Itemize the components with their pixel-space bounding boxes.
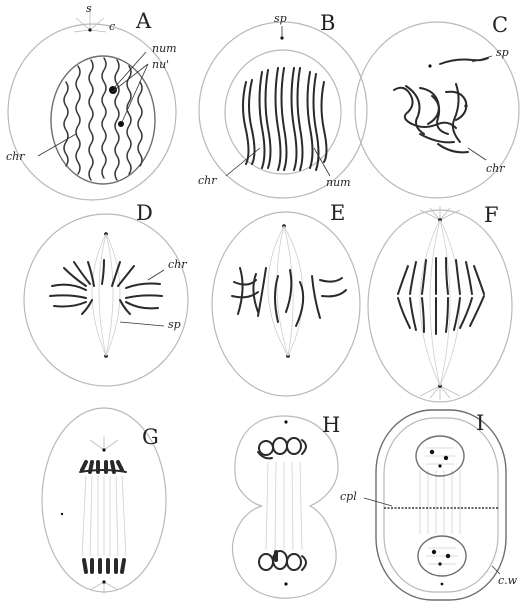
panel-d-label-sp: sp [168,318,181,331]
panel-i-pole-lower [441,583,444,586]
panel-i-label-cw: c.w [498,574,518,587]
panel-c-label-sp: sp [496,46,509,59]
panel-a-label-s: s [86,2,92,15]
panel-i-cell-wall-inner [384,418,498,592]
panel-d: D chr sp [24,201,188,386]
panel-i-letter: I [476,411,484,435]
panel-h-lower-daughter-nucleus [259,551,306,570]
panel-i-phragmoplast-fibers [420,470,460,534]
panel-h-letter: H [322,413,340,437]
panel-g-pole-rays-upper [90,436,118,450]
panel-b-label-sp: sp [274,12,287,25]
panel-i-lower-nucleolus-2 [446,554,450,558]
panel-c-leader-lines [468,56,492,160]
panel-b-chromosomes [243,68,327,170]
panel-d-spindle-fibers [92,234,120,356]
panel-g-lower-daughter-chromosomes [84,560,124,572]
panel-a-label-num: num [152,42,177,55]
panel-i-lower-nucleolus-3 [438,562,441,565]
panel-h-upper-daughter-nucleus [258,438,306,458]
panel-f-cell-outline [368,210,512,402]
panel-a: A s c num nu' chr [6,2,177,200]
panel-c-letter: C [492,13,508,37]
panel-g-letter: G [142,425,159,449]
panel-i-label-cpl: cpl [340,490,357,503]
panel-h-cell-outline [232,416,338,598]
panel-b: B sp chr num [198,11,367,198]
panel-c-chromosomes [394,58,488,152]
panel-e-spindle-fibers [268,226,303,356]
panel-h-pole-upper [284,420,287,423]
panel-f-pole-rays-upper [420,206,460,220]
panel-h: H [232,413,340,598]
panel-i: I cpl c.w [340,410,518,600]
panel-c: C sp chr [355,13,519,198]
panel-f-chromosomes [398,258,484,334]
panel-g-pole-lower [102,580,105,583]
panel-i-upper-nucleus-chromatin [424,448,456,464]
panel-a-chromatin-threads [64,58,142,180]
panel-i-upper-nucleolus-3 [438,464,441,467]
panel-c-label-chr: chr [486,162,505,175]
panel-h-pole-lower [284,582,287,585]
panel-c-centrosome-upper [428,64,431,67]
panel-d-label-chr: chr [168,258,187,271]
panel-g-pole-rays-lower [90,582,118,594]
panel-e-chromosomes [232,268,346,326]
panel-a-nucleolus-main [109,86,117,94]
panel-e-letter: E [330,201,345,225]
panel-d-letter: D [136,201,153,225]
panel-i-upper-nucleolus-1 [430,450,434,454]
panel-a-letter: A [135,9,152,33]
panel-h-spindle-fibers [266,462,302,550]
panel-f: F [368,203,512,402]
panel-g-spindle-fibers [82,476,126,556]
panel-b-letter: B [320,11,335,35]
panel-a-label-nu-prime: nu' [152,58,169,71]
panel-b-label-chr: chr [198,174,217,187]
panel-a-label-chr: chr [6,150,25,163]
panel-e-cell-outline [212,212,360,396]
panel-a-nucleolus-secondary [118,121,124,127]
panel-g-upper-daughter-chromosomes [80,462,126,472]
panel-i-upper-nucleolus-2 [444,456,448,460]
panel-d-cell-outline [24,214,188,386]
panel-f-pole-rays-lower [420,386,460,400]
panel-b-label-num: num [326,176,351,189]
panel-d-chromosomes [50,260,162,314]
panel-f-spindle-fibers [420,220,460,386]
panel-i-lower-nucleolus-1 [432,550,436,554]
panel-b-cell-outline [199,22,367,198]
panel-f-letter: F [484,203,499,227]
panel-a-label-c: c [109,20,115,33]
panel-g-pole-upper [102,448,105,451]
panel-i-lower-nucleus-chromatin [426,548,458,564]
panel-g: G [42,408,166,594]
panel-a-centrosome [88,28,91,31]
panel-e: E [212,201,360,396]
panel-g-cytoplasm-granule [61,513,63,515]
